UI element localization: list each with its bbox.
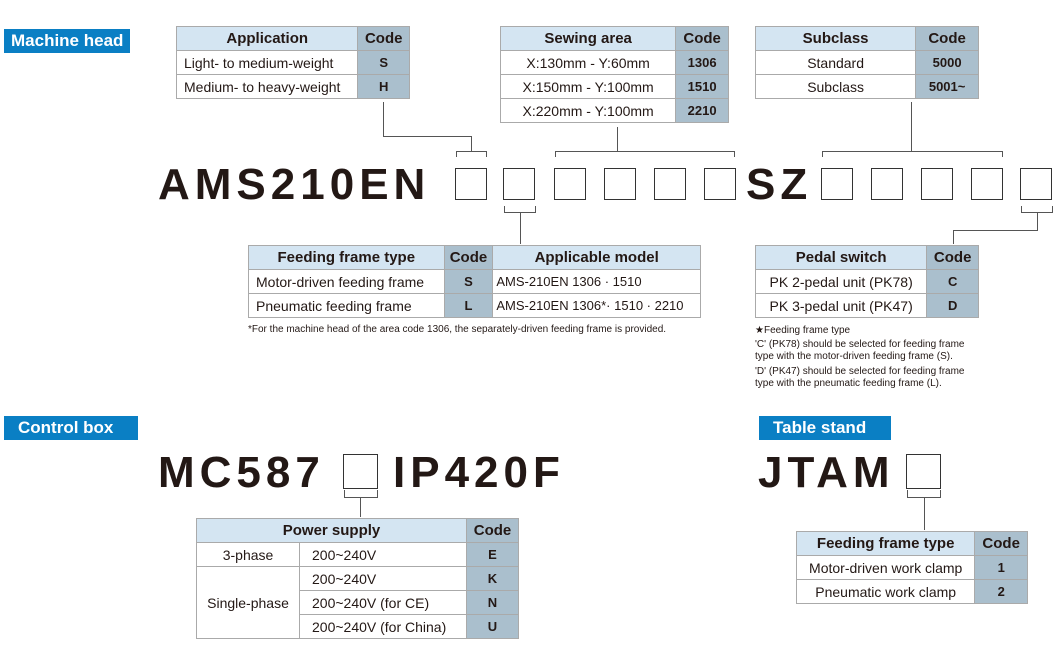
feeding-frame-code: S [443, 269, 494, 294]
code-box-area-2[interactable] [604, 168, 636, 200]
feeding-frame-label: Motor-driven feeding frame [248, 269, 445, 294]
applicable-model: AMS-210EN 1306*· 1510 · 2210 [492, 293, 701, 318]
pedal-note-title: ★Feeding frame type [755, 325, 851, 336]
table-stand-tag: Table stand [759, 416, 891, 440]
sewing-area-code: 1306 [675, 50, 729, 75]
stand-frame-label: Motor-driven work clamp [795, 555, 976, 580]
control-box-tag: Control box [4, 416, 138, 440]
single-phase-label: Single-phase [196, 566, 300, 639]
sewing-area-label: X:220mm - Y:100mm [499, 98, 677, 123]
power-code: U [466, 614, 519, 639]
power-voltage: 200~240V (for China) [299, 614, 467, 639]
stand-frame-code-header: Code [974, 531, 1028, 556]
control-model-suffix: IP420F [393, 448, 565, 497]
feeding-frame-code-header: Code [443, 245, 494, 270]
application-table: Application Code Light- to medium-weight… [175, 26, 410, 99]
sewing-area-header: Sewing area [499, 26, 677, 51]
stand-frame-code: 2 [974, 579, 1028, 604]
code-box-area-1[interactable] [554, 168, 586, 200]
pedal-note-line: type with the pneumatic feeding frame (L… [755, 378, 942, 389]
pedal-switch-table: Pedal switch Code PK 2-pedal unit (PK78)… [754, 245, 979, 318]
application-code: H [357, 74, 410, 99]
sewing-area-code: 1510 [675, 74, 729, 99]
sewing-area-code-header: Code [675, 26, 729, 51]
pedal-switch-code: D [926, 293, 979, 318]
pedal-note-line: 'D' (PK47) should be selected for feedin… [755, 366, 965, 377]
feeding-frame-code: L [443, 293, 494, 318]
power-voltage: 200~240V (for CE) [299, 590, 467, 615]
subclass-code-header: Code [915, 26, 979, 51]
stand-model-prefix: JTAM [758, 448, 895, 497]
machine-model-prefix: AMS210EN [158, 160, 431, 209]
application-label: Medium- to heavy-weight [175, 74, 359, 99]
application-code-header: Code [357, 26, 410, 51]
power-supply-code-header: Code [466, 518, 519, 543]
subclass-code: 5000 [915, 50, 979, 75]
pedal-switch-label: PK 3-pedal unit (PK47) [754, 293, 928, 318]
applicable-model: AMS-210EN 1306 · 1510 [492, 269, 701, 294]
sewing-area-label: X:130mm - Y:60mm [499, 50, 677, 75]
subclass-label: Standard [754, 50, 917, 75]
sewing-area-code: 2210 [675, 98, 729, 123]
feeding-frame-label: Pneumatic feeding frame [248, 293, 445, 318]
application-header: Application [175, 26, 359, 51]
subclass-header: Subclass [754, 26, 917, 51]
subclass-table: Subclass Code Standard 5000 Subclass 500… [754, 26, 979, 99]
pedal-switch-code-header: Code [926, 245, 979, 270]
code-box-power[interactable] [343, 454, 378, 489]
feeding-frame-table: Feeding frame type Code Applicable model… [248, 245, 701, 318]
power-supply-header: Power supply [196, 518, 467, 543]
power-voltage: 200~240V [299, 542, 467, 567]
code-box-pedal[interactable] [1020, 168, 1052, 200]
code-box-stand[interactable] [906, 454, 941, 489]
pedal-note-line: type with the motor-driven feeding frame… [755, 351, 953, 362]
subclass-code: 5001~ [915, 74, 979, 99]
application-label: Light- to medium-weight [175, 50, 359, 75]
stand-frame-label: Pneumatic work clamp [795, 579, 976, 604]
applicable-model-header: Applicable model [492, 245, 701, 270]
power-code: N [466, 590, 519, 615]
code-box-subclass-2[interactable] [871, 168, 903, 200]
code-box-feeding-frame[interactable] [503, 168, 535, 200]
code-box-application[interactable] [455, 168, 487, 200]
stand-frame-code: 1 [974, 555, 1028, 580]
sewing-area-table: Sewing area Code X:130mm - Y:60mm 1306 X… [499, 26, 729, 123]
feeding-frame-header: Feeding frame type [248, 245, 445, 270]
code-box-area-3[interactable] [654, 168, 686, 200]
pedal-switch-label: PK 2-pedal unit (PK78) [754, 269, 928, 294]
code-box-subclass-3[interactable] [921, 168, 953, 200]
subclass-label: Subclass [754, 74, 917, 99]
machine-model-mid: SZ [746, 160, 813, 209]
pedal-switch-header: Pedal switch [754, 245, 928, 270]
code-box-subclass-4[interactable] [971, 168, 1003, 200]
power-code: K [466, 566, 519, 591]
three-phase-label: 3-phase [196, 542, 300, 567]
power-voltage: 200~240V [299, 566, 467, 591]
pedal-switch-code: C [926, 269, 979, 294]
sewing-area-label: X:150mm - Y:100mm [499, 74, 677, 99]
power-supply-table: Power supply Code 3-phase 200~240V E Sin… [196, 518, 519, 639]
power-code: E [466, 542, 519, 567]
code-box-area-4[interactable] [704, 168, 736, 200]
code-box-subclass-1[interactable] [821, 168, 853, 200]
application-code: S [357, 50, 410, 75]
control-model-prefix: MC587 [158, 448, 325, 497]
pedal-note-line: 'C' (PK78) should be selected for feedin… [755, 339, 965, 350]
stand-frame-table: Feeding frame type Code Motor-driven wor… [795, 531, 1028, 604]
feeding-frame-footnote: *For the machine head of the area code 1… [248, 324, 667, 335]
stand-frame-header: Feeding frame type [795, 531, 976, 556]
machine-head-tag: Machine head [4, 29, 131, 53]
